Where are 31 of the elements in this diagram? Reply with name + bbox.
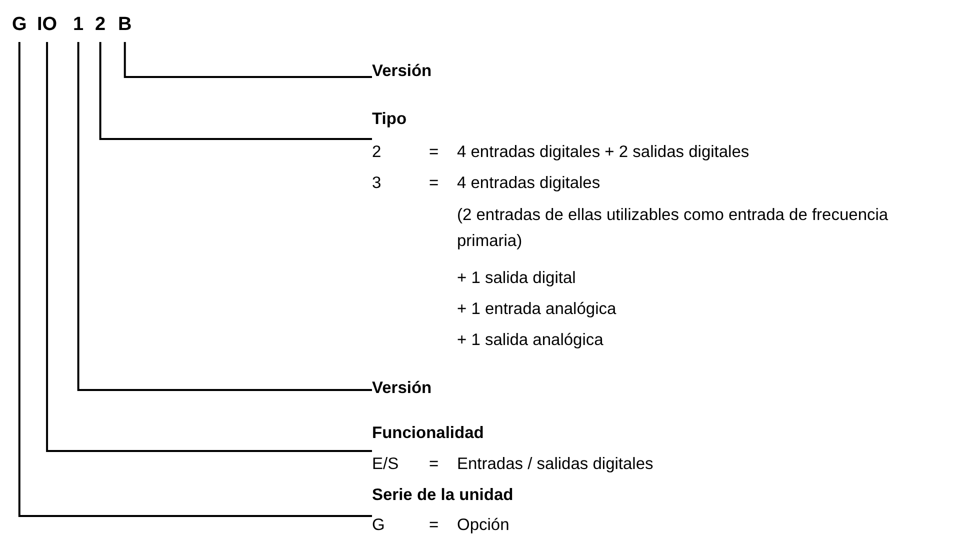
section-heading: Tipo <box>372 109 407 130</box>
code-value: E/S <box>372 454 399 475</box>
section-heading: Serie de la unidad <box>372 485 514 506</box>
leader-line <box>46 42 372 452</box>
description-text: + 1 salida digital <box>457 268 576 289</box>
code-value: G <box>372 515 385 536</box>
leader-line <box>99 42 372 140</box>
type-code-letter: G <box>12 12 27 38</box>
description-text: Entradas / salidas digitales <box>457 454 654 475</box>
leader-line <box>77 42 372 391</box>
equals-sign: = <box>429 142 439 163</box>
description-text: 4 entradas digitales + 2 salidas digitales <box>457 142 750 163</box>
type-code-letter: 1 <box>73 12 84 38</box>
leader-line <box>18 42 372 517</box>
section-heading: Funcionalidad <box>372 423 484 444</box>
equals-sign: = <box>429 515 439 536</box>
description-text: Opción <box>457 515 510 536</box>
leader-line <box>124 42 372 78</box>
type-code-letter: 2 <box>95 12 106 38</box>
code-value: 2 <box>372 142 382 163</box>
equals-sign: = <box>429 454 439 475</box>
section-heading: Versión <box>372 378 432 399</box>
equals-sign: = <box>429 173 439 194</box>
type-code-letter: B <box>118 12 132 38</box>
description-text: (2 entradas de ellas utilizables como entrada de frecuencia primaria) <box>457 205 890 252</box>
type-code-letter: IO <box>37 12 58 38</box>
description-text: + 1 salida analógica <box>457 330 604 351</box>
code-value: 3 <box>372 173 382 194</box>
section-heading: Versión <box>372 61 432 82</box>
description-text: + 1 entrada analógica <box>457 299 616 320</box>
description-text: 4 entradas digitales <box>457 173 600 194</box>
